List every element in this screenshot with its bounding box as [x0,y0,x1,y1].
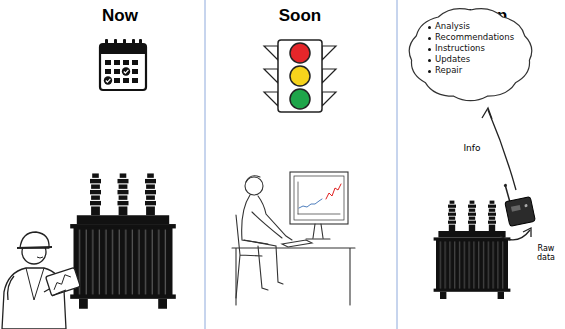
column-heading: Soon [279,6,322,26]
column-heading: Now [102,6,138,26]
bullet-item: Recommendations [428,32,527,43]
thought-cloud: AnalysisRecommendationsInstructionsUpdat… [404,3,537,105]
cloud-outline [404,3,537,105]
raw-data-arrow [500,228,531,240]
divider [397,0,398,329]
bullet-item: Analysis [428,21,527,32]
arrow-label: Raw data [532,244,560,262]
cloud-shape [409,9,532,101]
sensor-device [501,179,535,226]
info-arrow [482,108,516,190]
transformer [70,173,176,308]
worker-figure [2,232,80,329]
arrow-label: Info [463,143,480,153]
bullet-item: Repair [428,65,527,76]
bullet-item: Updates [428,54,527,65]
bullet-item: Instructions [428,43,527,54]
calendar-icon [100,39,146,90]
divider [205,0,206,329]
analyst-at-computer [232,172,355,305]
traffic-light [264,40,336,112]
transformer [434,201,511,299]
